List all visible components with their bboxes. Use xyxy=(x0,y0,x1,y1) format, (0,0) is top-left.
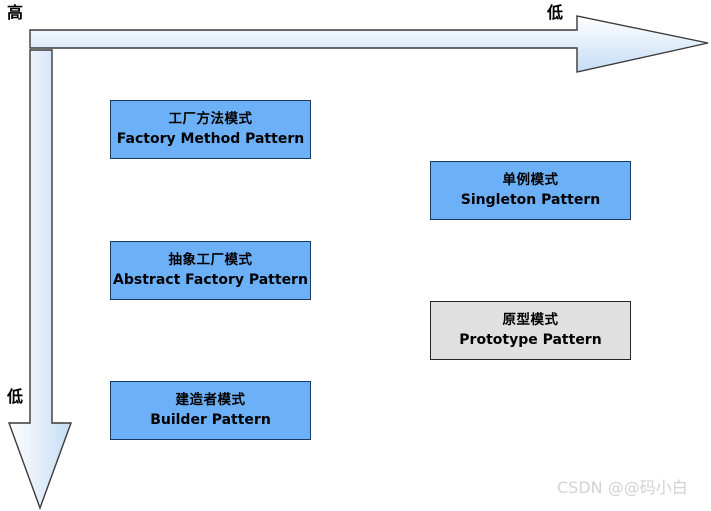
pattern-name-cn: 工厂方法模式 xyxy=(168,111,253,127)
pattern-box-singleton[interactable]: 单例模式 Singleton Pattern xyxy=(430,161,631,220)
pattern-name-en: Prototype Pattern xyxy=(459,332,602,348)
pattern-box-abstract-factory[interactable]: 抽象工厂模式 Abstract Factory Pattern xyxy=(110,241,311,300)
pattern-box-factory-method[interactable]: 工厂方法模式 Factory Method Pattern xyxy=(110,100,311,159)
axis-label-low-bottom: 低 xyxy=(7,387,24,406)
watermark: CSDN @@码小白 xyxy=(557,478,688,497)
pattern-name-en: Singleton Pattern xyxy=(460,192,601,208)
pattern-box-builder[interactable]: 建造者模式 Builder Pattern xyxy=(110,381,311,440)
pattern-name-cn: 单例模式 xyxy=(502,172,559,188)
arrow-down xyxy=(7,49,73,511)
arrow-right xyxy=(29,15,709,73)
pattern-name-en: Abstract Factory Pattern xyxy=(113,272,308,288)
pattern-name-cn: 抽象工厂模式 xyxy=(168,252,253,268)
pattern-name-cn: 建造者模式 xyxy=(175,392,246,408)
axis-label-high: 高 xyxy=(7,3,24,22)
pattern-box-prototype[interactable]: 原型模式 Prototype Pattern xyxy=(430,301,631,360)
pattern-name-cn: 原型模式 xyxy=(502,312,559,328)
pattern-name-en: Factory Method Pattern xyxy=(116,131,305,147)
axis-label-low-right: 低 xyxy=(547,3,564,22)
pattern-name-en: Builder Pattern xyxy=(150,412,271,428)
